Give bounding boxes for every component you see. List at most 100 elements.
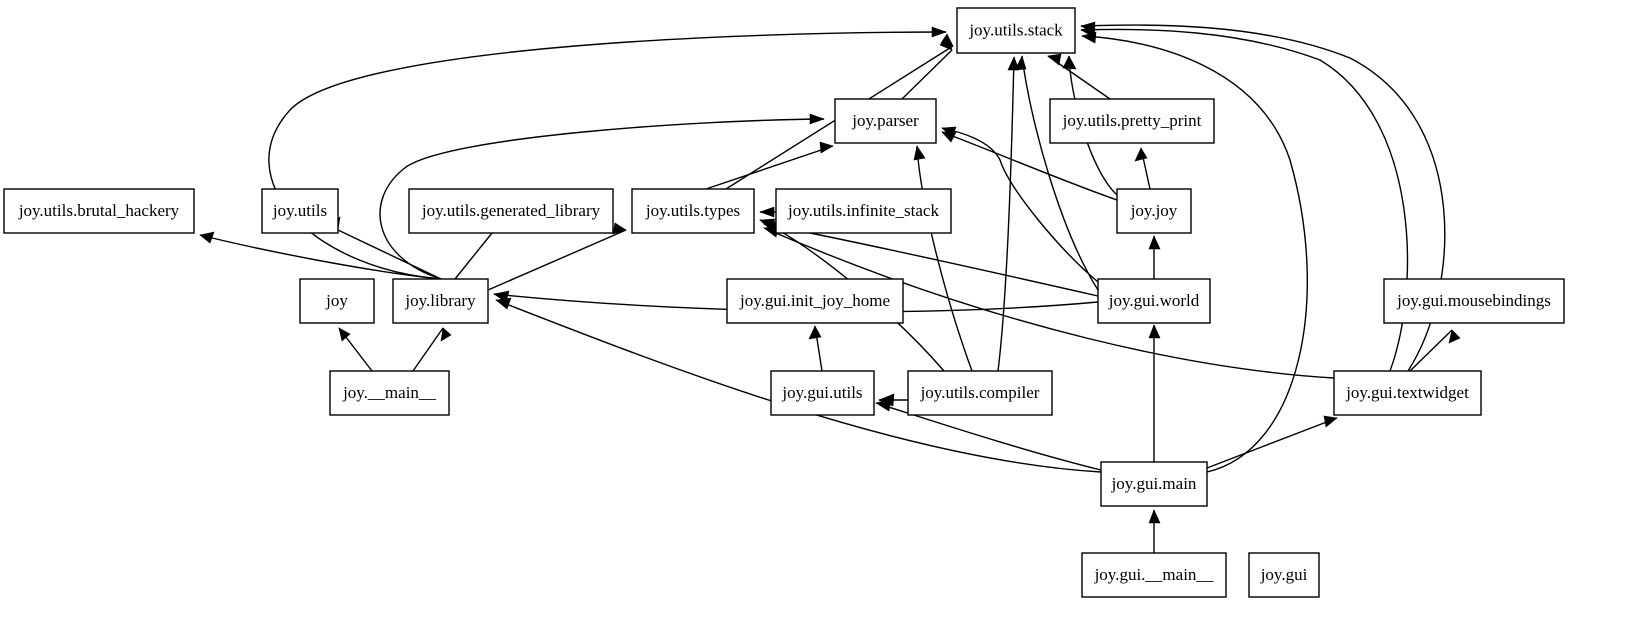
edge-joy.gui.textwidget->joy.gui.mousebindings [1409, 329, 1461, 372]
edge-line [1021, 55, 1099, 291]
node-box[interactable] [392, 278, 489, 324]
graph-node-joy.gui.textwidget[interactable]: joy.gui.textwidget [1333, 370, 1482, 416]
node-label: joy.utils [272, 201, 327, 220]
arrowhead-icon [1081, 31, 1097, 44]
node-box[interactable] [1248, 552, 1320, 598]
graph-node-joy.gui.main[interactable]: joy.gui.main [1100, 461, 1208, 507]
edge-joy.utils.compiler->joy.parser [913, 145, 973, 372]
edge-joy.library->joy.parser [379, 113, 825, 280]
graph-node-joy.library[interactable]: joy.library [392, 278, 489, 324]
edge-joy.gui.main->joy.gui.textwidget [1206, 415, 1338, 469]
graph-node-joy.utils.types[interactable]: joy.utils.types [631, 188, 755, 234]
edge-line [337, 229, 442, 280]
edge-joy.gui.world->joy.utils.stack [1014, 55, 1099, 291]
edge-joy.gui.textwidget->joy.utils.types [763, 225, 1335, 379]
edge-joy.gui.utils->joy.gui.init_joy_home [808, 325, 823, 372]
graph-node-joy.utils[interactable]: joy.utils [261, 188, 339, 234]
edge-line [916, 145, 973, 372]
node-label: joy.gui.init_joy_home [739, 291, 890, 310]
graph-node-joy.utils.generated_library[interactable]: joy.utils.generated_library [408, 188, 614, 234]
node-box[interactable] [1333, 370, 1482, 416]
arrowhead-icon [1448, 329, 1461, 344]
edge-line [412, 327, 444, 372]
edge-joy.joy->joy.utils.pretty_print [1134, 147, 1151, 190]
arrowhead-icon [808, 325, 822, 340]
arrowhead-icon [875, 398, 892, 412]
arrowhead-icon [1062, 55, 1077, 70]
edge-line [763, 227, 1335, 379]
node-box[interactable] [834, 98, 937, 144]
node-box[interactable] [3, 188, 195, 234]
node-box[interactable] [631, 188, 755, 234]
graph-node-joy[interactable]: joy [299, 278, 375, 324]
arrowhead-icon [338, 327, 351, 342]
graph-node-joy.gui.mousebindings[interactable]: joy.gui.mousebindings [1383, 278, 1565, 324]
edge-joy.utils.compiler->joy.utils.stack [997, 56, 1020, 372]
node-box[interactable] [1100, 461, 1208, 507]
node-box[interactable] [770, 370, 875, 416]
graph-node-joy.gui.init_joy_home[interactable]: joy.gui.init_joy_home [726, 278, 904, 324]
edge-joy.library->joy.utils.brutal_hackery [199, 231, 442, 280]
edge-joy.library->joy.utils.types [487, 222, 627, 291]
arrowhead-icon [941, 126, 957, 138]
node-label: joy.utils.brutal_hackery [18, 201, 180, 220]
node-box[interactable] [1097, 278, 1211, 324]
node-label: joy.gui [1260, 565, 1308, 584]
node-box[interactable] [329, 370, 450, 416]
node-label: joy.joy [1130, 201, 1178, 220]
node-label: joy.utils.stack [968, 20, 1063, 39]
arrowhead-icon [1134, 147, 1148, 162]
edge-line [941, 131, 1118, 201]
node-box[interactable] [775, 188, 952, 234]
graph-node-joy.utils.infinite_stack[interactable]: joy.utils.infinite_stack [775, 188, 952, 234]
edge-joy.gui.main->joy.gui.world [1148, 324, 1161, 462]
graph-node-joy.utils.brutal_hackery[interactable]: joy.utils.brutal_hackery [3, 188, 195, 234]
graph-node-joy.gui.utils[interactable]: joy.gui.utils [770, 370, 875, 416]
edge-line [199, 234, 442, 280]
edge-joy.utils.pretty_print->joy.utils.stack [1047, 53, 1111, 100]
graph-node-joy.gui.__main__[interactable]: joy.gui.__main__ [1081, 552, 1227, 598]
node-label: joy.utils.infinite_stack [787, 201, 939, 220]
arrowhead-icon [809, 113, 825, 125]
node-box[interactable] [1116, 188, 1192, 234]
node-box[interactable] [726, 278, 904, 324]
arrowhead-icon [495, 297, 512, 310]
node-box[interactable] [1049, 98, 1215, 144]
edge-line [1409, 329, 1453, 372]
edge-line [487, 229, 627, 291]
graph-node-joy.__main__[interactable]: joy.__main__ [329, 370, 450, 416]
node-box[interactable] [1081, 552, 1227, 598]
arrowhead-icon [1014, 55, 1027, 71]
graph-node-joy.utils.stack[interactable]: joy.utils.stack [956, 7, 1076, 54]
node-box[interactable] [1383, 278, 1565, 324]
node-label: joy.utils.pretty_print [1062, 111, 1202, 130]
edge-line [941, 127, 1099, 283]
arrowhead-icon [940, 33, 954, 47]
node-box[interactable] [907, 370, 1053, 416]
graph-node-joy.parser[interactable]: joy.parser [834, 98, 937, 144]
node-box[interactable] [299, 278, 375, 324]
edge-joy.__main__->joy.library [412, 327, 452, 372]
node-label: joy.parser [851, 111, 919, 130]
graph-node-joy.utils.compiler[interactable]: joy.utils.compiler [907, 370, 1053, 416]
arrowhead-icon [759, 206, 775, 218]
arrowhead-icon [612, 222, 627, 235]
arrowhead-icon [1148, 324, 1161, 339]
node-label: joy.gui.textwidget [1345, 383, 1469, 402]
edge-line [1081, 35, 1308, 473]
graph-node-joy.utils.pretty_print[interactable]: joy.utils.pretty_print [1049, 98, 1215, 144]
edge-joy.gui.main->joy.utils.stack [1081, 31, 1308, 473]
node-box[interactable] [956, 7, 1076, 54]
node-box[interactable] [408, 188, 614, 234]
arrowhead-icon [440, 327, 452, 342]
arrowhead-icon [1323, 415, 1338, 428]
graph-node-joy.gui[interactable]: joy.gui [1248, 552, 1320, 598]
node-label: joy.utils.generated_library [421, 201, 601, 220]
graph-node-joy.joy[interactable]: joy.joy [1116, 188, 1192, 234]
graph-node-joy.gui.world[interactable]: joy.gui.world [1097, 278, 1211, 324]
node-box[interactable] [261, 188, 339, 234]
node-label: joy.library [404, 291, 476, 310]
node-label: joy.utils.compiler [920, 383, 1040, 402]
